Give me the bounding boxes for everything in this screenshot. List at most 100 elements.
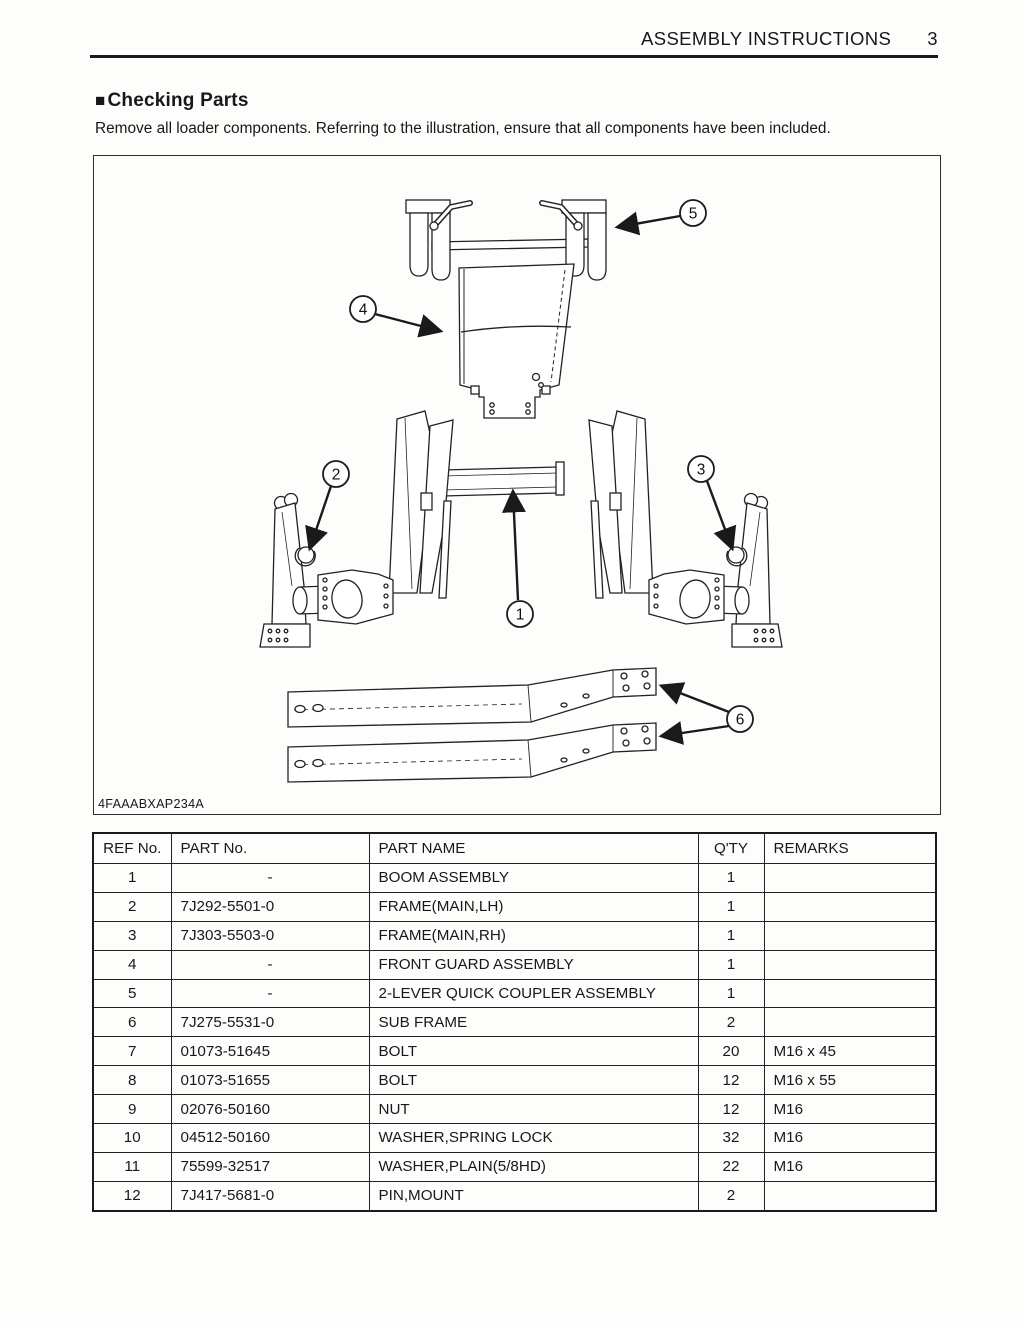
part-no-cell: 7J275-5531-0 <box>170 1007 370 1038</box>
qty-cell: 2 <box>697 1180 765 1212</box>
part-name-cell: NUT <box>368 1094 699 1125</box>
parts-table: REF No. PART No. PART NAME Q'TY REMARKS … <box>92 832 937 1212</box>
figure-sub-frames <box>287 667 657 783</box>
ref-no-cell: 3 <box>92 920 172 951</box>
col-header-part-name: PART NAME <box>368 832 699 864</box>
part-name-cell: BOOM ASSEMBLY <box>368 863 699 893</box>
remarks-cell: M16 x 55 <box>763 1065 937 1096</box>
qty-cell: 1 <box>697 949 765 980</box>
figure-quick-coupler <box>405 199 607 281</box>
ref-no-cell: 4 <box>92 949 172 980</box>
part-no-cell: 01073-51645 <box>170 1036 370 1067</box>
ref-no-cell: 5 <box>92 978 172 1009</box>
qty-cell: 22 <box>697 1151 765 1182</box>
part-no-cell: 02076-50160 <box>170 1094 370 1125</box>
figure-front-guard <box>458 263 575 419</box>
qty-cell: 1 <box>697 920 765 951</box>
ref-no-cell: 2 <box>92 891 172 922</box>
running-header: ASSEMBLY INSTRUCTIONS 3 <box>90 28 938 50</box>
part-name-cell: FRAME(MAIN,LH) <box>368 891 699 922</box>
svg-text:3: 3 <box>697 462 706 479</box>
callout-1: 1 <box>506 600 534 628</box>
part-no-cell: 04512-50160 <box>170 1123 370 1153</box>
page-header-title: ASSEMBLY INSTRUCTIONS <box>640 28 892 49</box>
part-no-cell: 75599-32517 <box>170 1151 370 1182</box>
part-name-cell: WASHER,PLAIN(5/8HD) <box>368 1151 699 1182</box>
figure-boom-assembly <box>388 410 654 599</box>
figure-main-frame-lh <box>259 492 394 648</box>
qty-cell: 12 <box>697 1094 765 1125</box>
figure-code: 4FAAABXAP234A <box>98 797 205 811</box>
ref-no-cell: 9 <box>92 1094 172 1125</box>
header-rule <box>90 55 938 58</box>
parts-illustration: 1 2 3 4 5 6 <box>259 199 783 783</box>
callout-leaders <box>305 211 737 745</box>
intro-text: Remove all loader components. Referring … <box>95 120 831 137</box>
remarks-cell: M16 <box>763 1123 937 1153</box>
remarks-cell: M16 <box>763 1094 937 1125</box>
col-header-ref-no: REF No. <box>92 832 172 864</box>
part-no-cell: 7J417-5681-0 <box>170 1180 370 1212</box>
qty-cell: 1 <box>697 978 765 1009</box>
qty-cell: 12 <box>697 1065 765 1096</box>
remarks-cell: M16 <box>763 1151 937 1182</box>
remarks-cell <box>763 978 937 1009</box>
ref-no-cell: 10 <box>92 1123 172 1153</box>
callout-3: 3 <box>687 455 715 483</box>
ref-no-cell: 12 <box>92 1180 172 1212</box>
remarks-cell <box>763 1180 937 1212</box>
part-no-cell: 7J292-5501-0 <box>170 891 370 922</box>
svg-text:6: 6 <box>736 712 745 729</box>
section-title-text: Checking Parts <box>107 90 249 111</box>
part-name-cell: FRAME(MAIN,RH) <box>368 920 699 951</box>
callout-6: 6 <box>726 705 754 733</box>
part-no-cell: - <box>170 978 370 1009</box>
callout-4: 4 <box>349 295 377 323</box>
part-name-cell: WASHER,SPRING LOCK <box>368 1123 699 1153</box>
part-name-cell: SUB FRAME <box>368 1007 699 1038</box>
part-no-cell: - <box>170 863 370 893</box>
svg-text:5: 5 <box>689 206 698 223</box>
ref-no-cell: 1 <box>92 863 172 893</box>
part-no-cell: 01073-51655 <box>170 1065 370 1096</box>
remarks-cell <box>763 1007 937 1038</box>
remarks-cell <box>763 863 937 893</box>
part-name-cell: 2-LEVER QUICK COUPLER ASSEMBLY <box>368 978 699 1009</box>
callout-5: 5 <box>679 199 707 227</box>
callout-2: 2 <box>322 460 350 488</box>
col-header-remarks: REMARKS <box>763 832 937 864</box>
part-name-cell: BOLT <box>368 1036 699 1067</box>
part-name-cell: FRONT GUARD ASSEMBLY <box>368 949 699 980</box>
part-name-cell: PIN,MOUNT <box>368 1180 699 1212</box>
ref-no-cell: 6 <box>92 1007 172 1038</box>
qty-cell: 1 <box>697 891 765 922</box>
ref-no-cell: 11 <box>92 1151 172 1182</box>
col-header-part-no: PART No. <box>170 832 370 864</box>
page-number: 3 <box>927 28 938 49</box>
svg-text:4: 4 <box>359 302 368 319</box>
section-title: ■Checking Parts <box>95 90 249 112</box>
remarks-cell <box>763 920 937 951</box>
svg-text:2: 2 <box>332 467 341 484</box>
remarks-cell: M16 x 45 <box>763 1036 937 1067</box>
ref-no-cell: 7 <box>92 1036 172 1067</box>
qty-cell: 32 <box>697 1123 765 1153</box>
ref-no-cell: 8 <box>92 1065 172 1096</box>
qty-cell: 20 <box>697 1036 765 1067</box>
qty-cell: 2 <box>697 1007 765 1038</box>
figure-box: 1 2 3 4 5 6 4FAAABXAP234A <box>93 155 941 815</box>
figure-main-frame-rh <box>648 492 783 648</box>
